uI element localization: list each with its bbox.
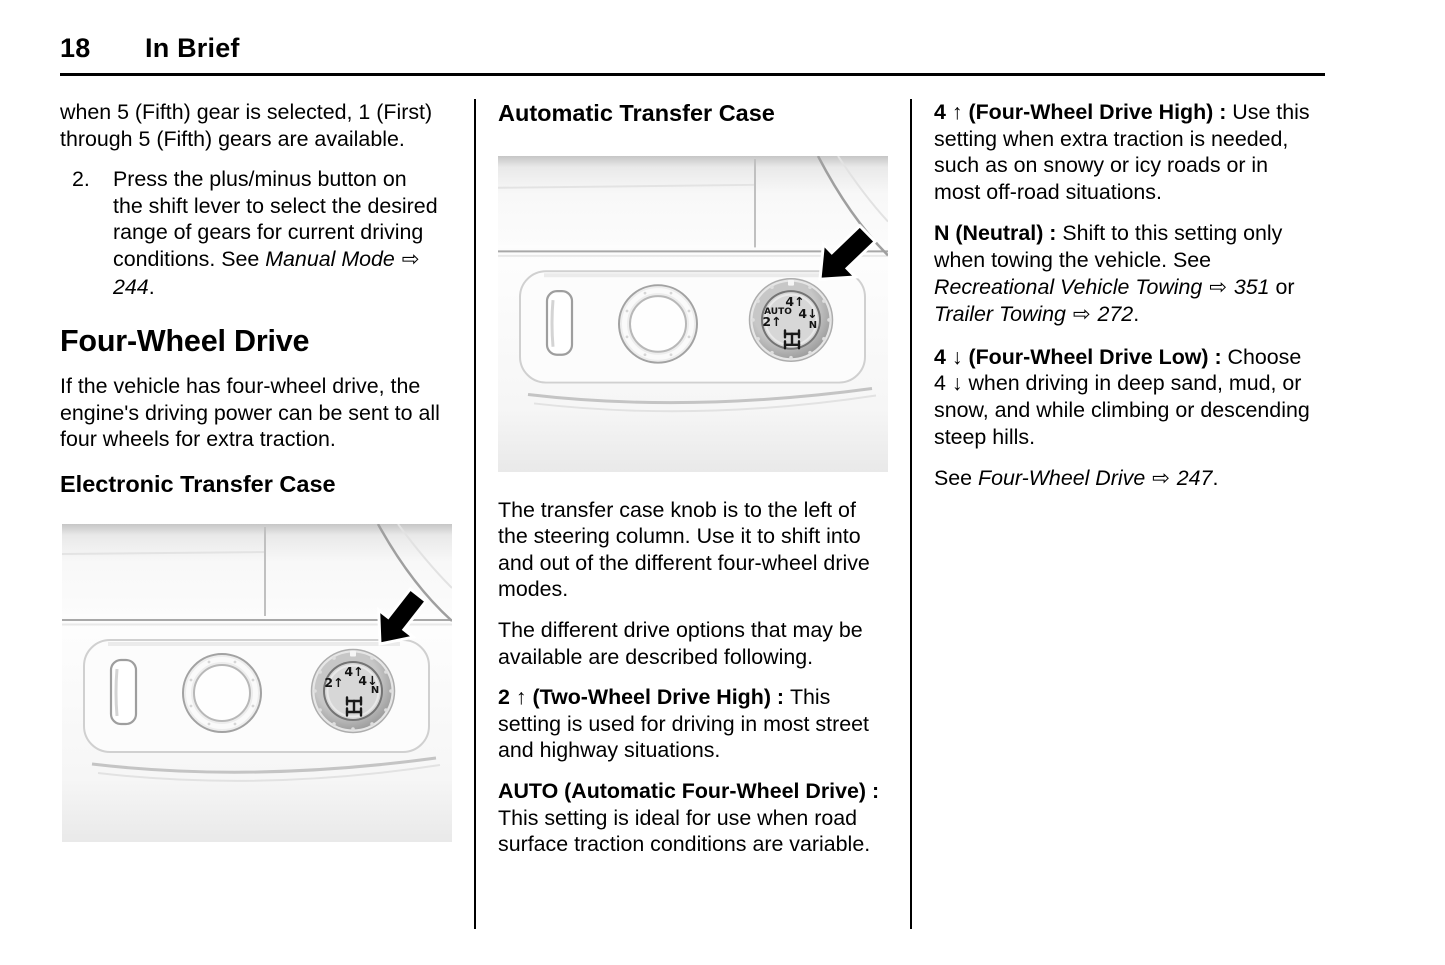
automatic-transfer-case-image: AUTO 4↑ 2↑ 4↓ N [497,155,889,472]
subheading-automatic-transfer-case: Automatic Transfer Case [498,100,775,126]
pointer-arrow-icon [377,586,429,646]
paragraph-see-four-wheel-drive: See Four-Wheel Drive ⇨ 247. [934,466,1219,492]
pointer-arrow-icon [818,223,878,281]
list-item-body: Press the plus/minus button on the shift… [113,167,438,299]
electronic-transfer-case-image: 4↑ 2↑ 4↓ N [61,523,453,842]
definition-two-wheel-drive-high: 2 ↑ (Two-Wheel Drive High) : This settin… [498,685,869,763]
knob-label-2-high: 2↑ [762,314,781,329]
definition-auto: AUTO (Automatic Four-Wheel Drive) : This… [498,778,880,857]
definition-term: N (Neutral) : [934,221,1063,246]
four-wheel-symbol-icon [345,696,363,717]
knob-knurl-dots [751,280,831,360]
knob-label-neutral: N [371,685,379,696]
electronic-transfer-case-illustration: 4↑ 2↑ 4↓ N [61,523,453,849]
subheading-electronic-transfer-case: Electronic Transfer Case [60,470,336,497]
reference-arrow-icon: ⇨ [1202,274,1234,300]
automatic-transfer-case-illustration: AUTO 4↑ 2↑ 4↓ N [497,155,889,479]
knob-label-neutral: N [809,320,817,331]
knob-label-4-high: 4↑ [785,294,804,309]
column-3: 4 ↑ (Four-Wheel Drive High) : Use this s… [934,99,1325,508]
cross-reference: Four-Wheel Drive [978,466,1146,491]
knob-label-4-low: 4↓ [358,673,377,688]
accessory-slot [545,290,574,356]
page-number: 18 [60,33,91,63]
transfer-case-knob: AUTO 4↑ 2↑ 4↓ N [748,277,834,362]
ring-dots [189,660,255,726]
reference-page: 244 [113,274,149,299]
knob-knurl-dots [313,651,393,731]
list-item-2: 2. Press the plus/minus button on the shi… [60,166,452,300]
content-columns: when 5 (Fifth) gear is selected, 1 (Firs… [60,99,1325,929]
section-title: In Brief [145,33,240,63]
definition-four-wheel-drive-low: 4 ↓ (Four-Wheel Drive Low) : Choose 4 ↓ … [934,344,1310,449]
cross-reference: Trailer Towing [934,302,1066,327]
four-wheel-symbol-icon [783,329,801,350]
column-2: Automatic Transfer Case [497,99,889,872]
steering-column-shroud [816,155,889,257]
knob-label-4-low: 4↓ [798,306,817,321]
knob-label-auto: AUTO [764,307,792,317]
paragraph-gear-availability: when 5 (Fifth) gear is selected, 1 (Firs… [60,100,433,151]
definition-term: 4 ↓ (Four-Wheel Drive Low) : [934,344,1228,369]
column-1: when 5 (Fifth) gear is selected, 1 (Firs… [60,99,453,849]
definition-four-wheel-drive-high: 4 ↑ (Four-Wheel Drive High) : Use this s… [934,100,1310,204]
reference-arrow-icon: ⇨ [1145,466,1177,492]
steering-column-shroud [376,523,453,622]
paragraph-four-wheel-drive: If the vehicle has four-wheel drive, the… [60,374,440,452]
paragraph-knob-location: The transfer case knob is to the left of… [498,497,870,602]
column-divider-2 [910,99,912,929]
cross-reference: Recreational Vehicle Towing [934,274,1203,299]
paragraph-drive-options: The different drive options that may be … [498,617,863,669]
definition-neutral: N (Neutral) : Shift to this setting only… [934,221,1295,328]
knob-index-notch [788,279,794,286]
header-rule [60,73,1325,76]
reference-page: 247 [1176,466,1213,491]
definition-term: 2 ↑ (Two-Wheel Drive High) : [498,685,790,710]
definition-term: 4 ↑ (Four-Wheel Drive High) : [934,100,1233,124]
reference-page: 272 [1097,302,1134,327]
reference-arrow-icon: ⇨ [394,246,420,272]
heading-four-wheel-drive: Four-Wheel Drive [60,324,310,359]
reference-arrow-icon: ⇨ [1065,302,1098,328]
ring-dots [625,291,691,357]
reference-page: 351 [1233,274,1270,299]
blank-ring [182,652,262,733]
knob-label-4-high: 4↑ [344,664,363,679]
accessory-slot [109,658,138,726]
cross-reference: Manual Mode [265,246,395,271]
knob-label-2-high: 2↑ [324,675,343,690]
transfer-case-knob: 4↑ 2↑ 4↓ N [310,648,396,734]
definition-term: AUTO (Automatic Four-Wheel Drive) : [498,778,880,803]
page-header: 18 In Brief [60,33,240,64]
list-number: 2. [72,167,90,192]
blank-ring [618,284,698,364]
column-divider-1 [474,99,476,929]
knob-index-notch [350,650,356,657]
